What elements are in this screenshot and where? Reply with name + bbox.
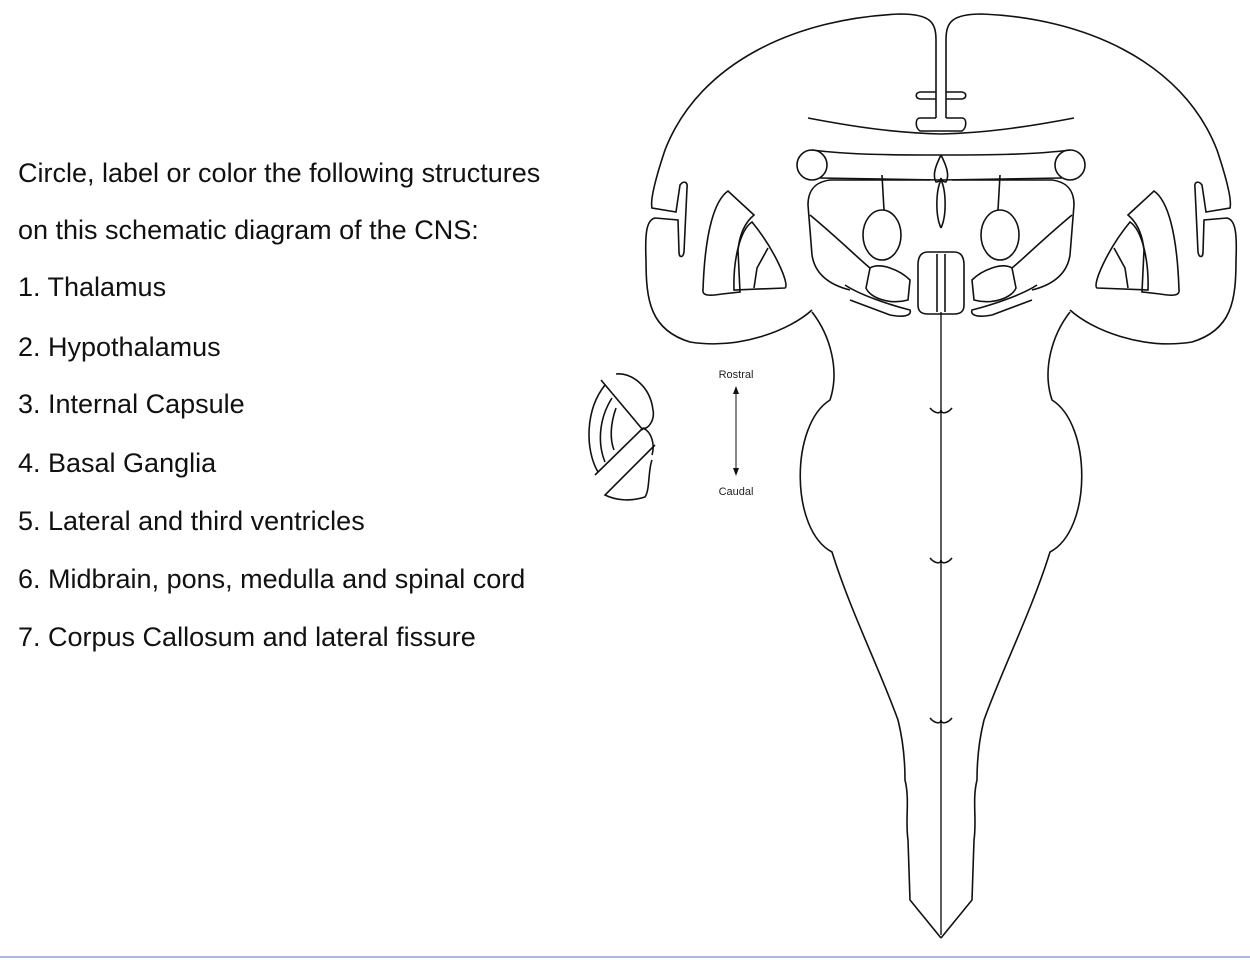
instruction-line-2: on this schematic diagram of the CNS: (18, 215, 479, 245)
orientation-arrow (733, 386, 739, 476)
list-item-thalamus: 1. Thalamus (18, 272, 167, 302)
list-item-brainstem: 6. Midbrain, pons, medulla and spinal co… (18, 564, 526, 594)
list-item-basal-ganglia: 4. Basal Ganglia (18, 448, 217, 478)
instruction-line-1: Circle, label or color the following str… (18, 158, 541, 188)
list-item-corpus-callosum: 7. Corpus Callosum and lateral fissure (18, 622, 476, 652)
list-item-internal-capsule: 3. Internal Capsule (18, 389, 245, 419)
page-bottom-divider (0, 956, 1250, 958)
rostral-label: Rostral (719, 369, 754, 381)
caudal-label: Caudal (719, 486, 754, 498)
brain-right-half (940, 13, 1238, 939)
brain-left-half (644, 13, 942, 939)
list-item-hypothalamus: 2. Hypothalamus (18, 332, 221, 362)
list-item-ventricles: 5. Lateral and third ventricles (18, 506, 365, 536)
lateral-view-inset (588, 373, 656, 501)
